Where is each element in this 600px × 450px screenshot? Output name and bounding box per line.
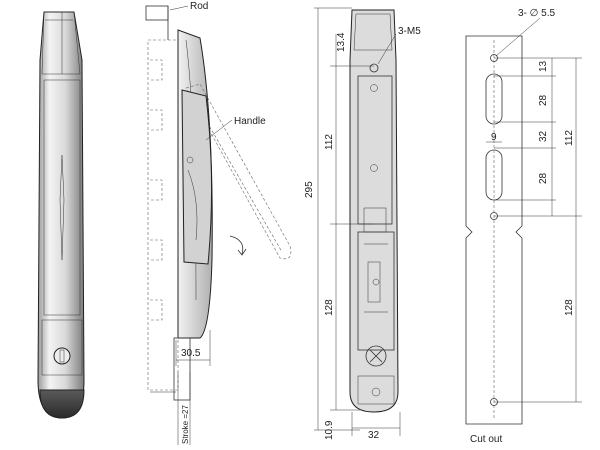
dim-28-bottom: 28 <box>538 172 549 184</box>
dim-30-5: 30.5 <box>181 348 201 359</box>
handle-label: Handle <box>234 116 266 127</box>
front-center-ridge <box>59 154 65 261</box>
rod-label: Rod <box>190 1 208 12</box>
m5-label: 3-M5 <box>398 26 421 37</box>
back-lower-mechanism <box>357 231 395 351</box>
dim-128-right: 128 <box>564 299 575 316</box>
rod <box>145 5 169 21</box>
dim-32-right: 32 <box>538 130 549 142</box>
cutout-view <box>465 17 582 425</box>
front-bottom-cap <box>39 389 85 419</box>
side-view <box>145 5 292 445</box>
dim-13-4: 13.4 <box>336 32 347 52</box>
rotate-arrow-icon <box>229 235 244 255</box>
back-view <box>314 7 401 436</box>
back-body <box>349 9 399 413</box>
dim-28-top: 28 <box>538 94 549 106</box>
front-inner-panel <box>43 79 81 316</box>
dim-295: 295 <box>304 181 315 198</box>
dim-128-left: 128 <box>324 299 335 316</box>
dim-112-left: 112 <box>324 134 335 150</box>
side-handle-open <box>185 83 292 260</box>
hole-label: 3- ∅ 5.5 <box>518 8 555 19</box>
side-mount-plate <box>147 39 179 391</box>
cutout-caption: Cut out <box>470 434 502 445</box>
dim-10-9: 10.9 <box>324 420 335 440</box>
key-lock-icon <box>53 347 71 365</box>
dim-13: 13 <box>538 60 549 72</box>
back-cam <box>365 345 387 367</box>
cutout-plate <box>465 35 523 425</box>
dim-9: 9 <box>491 132 497 143</box>
back-upper-plate <box>357 75 393 225</box>
side-handle <box>181 89 213 265</box>
cutout-slot-upper <box>485 73 503 125</box>
front-lock-housing <box>41 319 83 376</box>
front-top-cap <box>41 11 81 75</box>
dim-32-bottom: 32 <box>368 430 380 441</box>
dim-112-right: 112 <box>564 130 575 146</box>
stroke-label: Stroke =27 <box>181 405 190 444</box>
m5-screw-top <box>369 63 379 73</box>
front-view <box>37 11 85 419</box>
